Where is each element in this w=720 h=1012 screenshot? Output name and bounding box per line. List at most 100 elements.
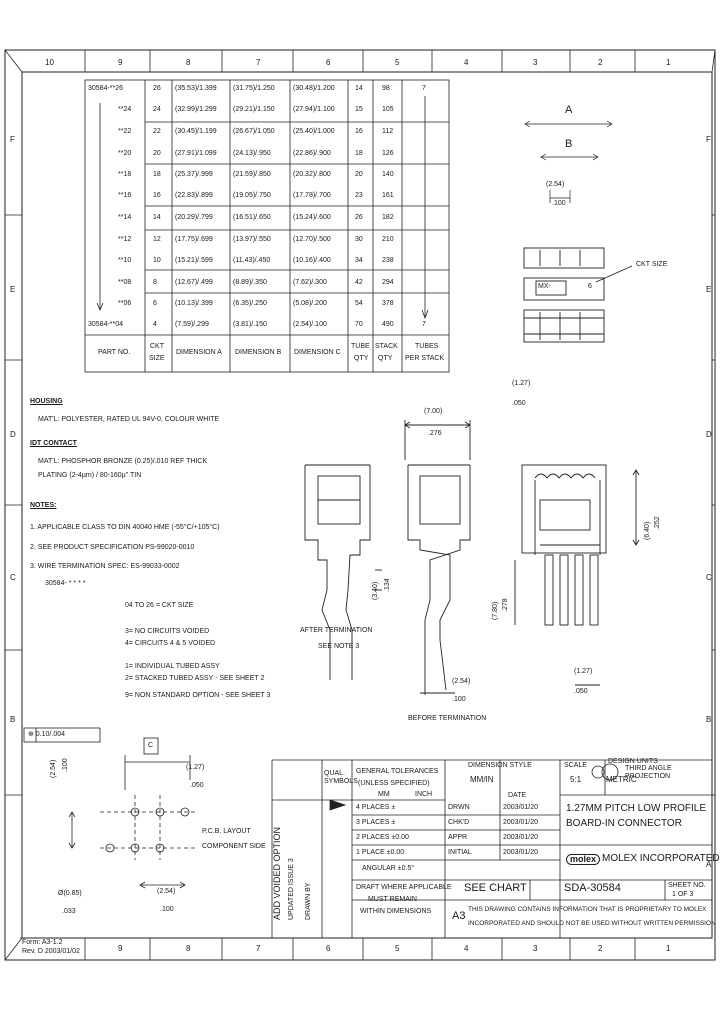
header-per-stack: PER STACK [405, 355, 445, 362]
tube-qty: 14 [355, 85, 363, 92]
dim-c: (10.16)/.400 [293, 257, 331, 264]
header-dim-c: DIMENSION C [294, 349, 341, 356]
dim-b: (24.13)/.950 [233, 150, 271, 157]
dim-340-mm: (3.40) [372, 581, 379, 600]
ckt-size: 18 [153, 171, 161, 178]
dimension-style: DIMENSION STYLE [468, 762, 532, 769]
bottom-pitch-mm: (2.54) [157, 888, 176, 895]
ckt-size: 4 [153, 321, 157, 328]
proprietary-line-1: THIS DRAWING CONTAINS INFORMATION THAT I… [468, 906, 707, 913]
zone-col-5: 5 [395, 58, 400, 67]
after-termination-note: SEE NOTE 3 [318, 643, 360, 650]
within-dims: WITHIN DIMENSIONS [360, 908, 432, 915]
zone-col-3-bottom: 3 [533, 944, 538, 953]
dim-c: (25.40)/1.000 [293, 128, 335, 135]
dim-a: (17.75)/.699 [175, 236, 213, 243]
connector-top-view [523, 247, 633, 343]
pcb-caption-1: P.C.B. LAYOUT [202, 828, 251, 835]
sheet-value: 1 OF 3 [672, 891, 694, 898]
dim-a: (10.13)/.399 [175, 300, 213, 307]
zone-col-2-bottom: 2 [598, 944, 603, 953]
dim-b: (6.35)/.250 [233, 300, 267, 307]
zone-row-d-right: D [706, 430, 712, 439]
zone-col-8-bottom: 8 [186, 944, 191, 953]
dim-b: (3.81)/.150 [233, 321, 267, 328]
zone-col-6: 6 [326, 58, 331, 67]
dim-c: (7.62)/.300 [293, 279, 327, 286]
dim-254-in: .100 [452, 696, 466, 703]
ckt-size: 26 [153, 85, 161, 92]
dim-b: (26.67)/1.050 [233, 128, 275, 135]
mm-label: MM [378, 791, 390, 798]
zone-col-10: 10 [45, 58, 54, 67]
revision-text-2: UPDATED ISSUE 3 [288, 858, 295, 920]
dim-127-in: .050 [512, 400, 526, 407]
tubes-per-stack: 7 [422, 85, 426, 92]
zone-col-1: 1 [666, 58, 671, 67]
mx-label: MX- [538, 283, 551, 290]
zone-row-e: E [10, 285, 16, 294]
zone-col-9: 9 [118, 58, 123, 67]
dim-a: (22.83)/.899 [175, 192, 213, 199]
dim-b: (21.59)/.850 [233, 171, 271, 178]
stack-qty: 210 [382, 236, 394, 243]
part-no: **08 [118, 279, 132, 286]
date-4: 2003/01/20 [503, 849, 539, 856]
title-block-grid [20, 759, 712, 939]
part-no: **06 [118, 300, 132, 307]
tube-qty: 26 [355, 214, 363, 221]
stack-qty: 294 [382, 279, 394, 286]
note-2: 2. SEE PRODUCT SPECIFICATION PS-99020-00… [30, 544, 195, 551]
dim-c: (15.24)/.600 [293, 214, 331, 221]
ckt-size-callout: CKT SIZE [636, 261, 668, 268]
width-mm: (7.00) [424, 408, 443, 415]
zone-col-1-bottom: 1 [666, 944, 671, 953]
dim-640-in: .252 [654, 516, 661, 530]
dim-b: (29.21)/1.150 [233, 106, 275, 113]
zone-col-2: 2 [598, 58, 603, 67]
header-stack-qty: QTY [378, 355, 393, 362]
design-units-value: METRIC [606, 775, 637, 784]
stack-qty: 140 [382, 171, 394, 178]
date-1: 2003/01/20 [503, 804, 539, 811]
part-no: **10 [118, 257, 132, 264]
dim-c-box: C [148, 742, 154, 749]
ckt-size: 24 [153, 106, 161, 113]
dim-a: (25.37)/.999 [175, 171, 213, 178]
part-no: **24 [118, 106, 132, 113]
contact-plating: PLATING (2-4µm) / 80-160µ" TIN [38, 472, 142, 479]
zone-row-c: C [10, 573, 16, 582]
drawn-label: DRWN [448, 804, 470, 811]
stack-qty: 161 [382, 192, 394, 199]
tube-qty: 16 [355, 128, 363, 135]
header-tubes: TUBES [415, 343, 439, 350]
part-no: 30584-**04 [88, 321, 124, 328]
tol-4-places: 4 PLACES ± [356, 804, 396, 811]
part-no: **14 [118, 214, 132, 221]
header-tube-qty: QTY [354, 355, 369, 362]
ckt-size: 14 [153, 214, 161, 221]
zone-col-3: 3 [533, 58, 538, 67]
general-tolerances: GENERAL TOLERANCES [356, 768, 439, 775]
dim-c: (12.70)/.500 [293, 236, 331, 243]
dim-a: (30.45)/1.199 [175, 128, 217, 135]
projection: THIRD ANGLE PROJECTION [625, 765, 672, 780]
dim-a-label: A [565, 104, 573, 116]
code-void-3: 3= NO CIRCUITS VOIDED [125, 628, 210, 635]
scale-value: 5:1 [570, 775, 582, 784]
dim-b: (16.51)/.650 [233, 214, 271, 221]
pcb-caption-2: COMPONENT SIDE [202, 843, 266, 850]
tube-qty: 70 [355, 321, 363, 328]
unless-specified: (UNLESS SPECIFIED) [358, 780, 430, 787]
half-pitch-in: .050 [190, 782, 204, 789]
zone-row-b: B [10, 715, 16, 724]
stack-qty: 378 [382, 300, 394, 307]
stack-qty: 238 [382, 257, 394, 264]
header-dim-a: DIMENSION A [176, 349, 222, 356]
revision-text-3: DRAWN BY [305, 882, 312, 920]
pcb-pitch-in: .100 [62, 758, 69, 772]
pcb-pitch-mm: (2.54) [50, 759, 57, 778]
stack-qty: 182 [382, 214, 394, 221]
tube-qty: 30 [355, 236, 363, 243]
zone-row-a-right: A [706, 860, 712, 869]
